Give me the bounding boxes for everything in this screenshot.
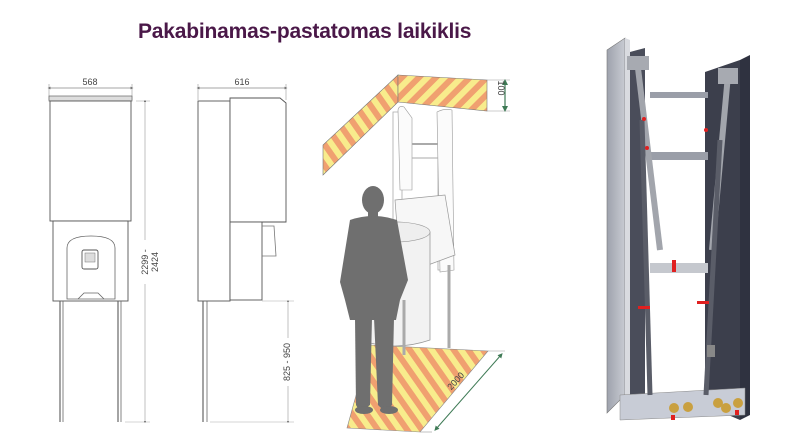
red-marker bbox=[642, 117, 646, 121]
person-silhouette-icon bbox=[340, 186, 408, 414]
front-height-dimension-line2: 2424 bbox=[150, 252, 160, 272]
page-title: Pakabinamas-pastatomas laikiklis bbox=[138, 20, 472, 43]
front-view-drawing bbox=[47, 84, 150, 424]
frame-photo bbox=[606, 37, 750, 421]
water-connector bbox=[669, 403, 679, 413]
front-height-dimension-line1: 2299 - bbox=[140, 249, 150, 275]
side-view-drawing bbox=[196, 84, 294, 424]
ceiling-clearance-zone-left bbox=[322, 74, 399, 176]
side-leg-height-dimension: 825 - 950 bbox=[282, 343, 292, 381]
top-clearance-dimension: 100 bbox=[496, 80, 506, 95]
front-width-dimension: 568 bbox=[82, 77, 97, 87]
floor-depth-arrow bbox=[434, 353, 503, 431]
side-width-dimension: 616 bbox=[234, 77, 249, 87]
ceiling-clearance-zone-right bbox=[397, 74, 488, 112]
clearance-view-drawing bbox=[322, 74, 510, 433]
